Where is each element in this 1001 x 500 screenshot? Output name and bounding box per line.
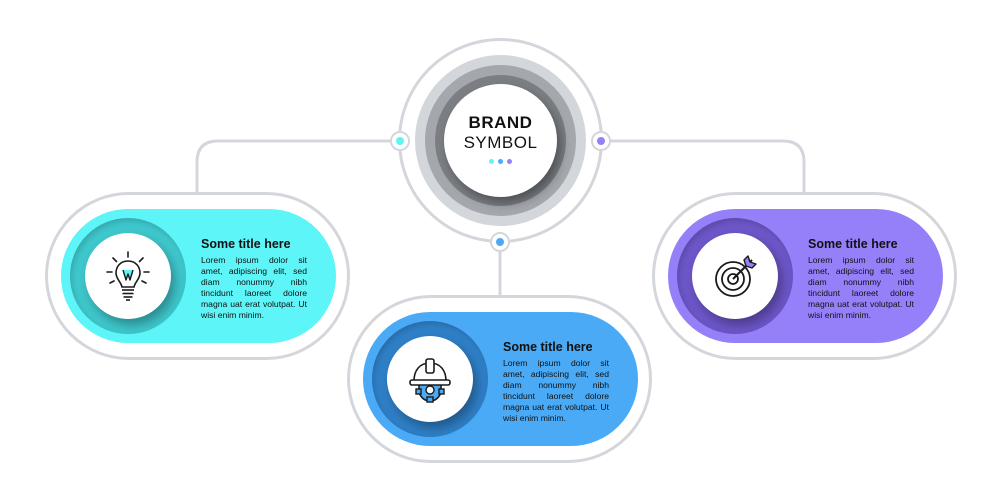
step-card-3-title: Some title here [808, 237, 898, 251]
brand-subtitle: SYMBOL [463, 133, 538, 152]
brand-dot-cyan [489, 159, 494, 164]
brand-dots [444, 157, 557, 164]
step-card-3-icon-ring [677, 218, 793, 334]
brand-title: BRAND [468, 113, 533, 132]
hard-hat-gear-icon [387, 336, 473, 422]
step-card-2-icon-ring [372, 321, 488, 437]
connector-dot-bottom [490, 232, 510, 252]
step-card-2: Some title here Lorem ipsum dolor sit am… [347, 295, 652, 463]
brand-symbol: BRAND SYMBOL [444, 84, 557, 197]
step-card-1-icon-ring [70, 218, 186, 334]
brand-hub: BRAND SYMBOL [398, 38, 603, 243]
target-arrow-icon [692, 233, 778, 319]
connector-dot-left [390, 131, 410, 151]
step-card-2-title: Some title here [503, 340, 593, 354]
lightbulb-icon [85, 233, 171, 319]
connector-left [195, 139, 400, 193]
step-card-3-text: Some title here Lorem ipsum dolor sit am… [808, 237, 914, 321]
step-card-2-body: Lorem ipsum dolor sit amet, adipiscing e… [503, 358, 609, 423]
step-card-1-text: Some title here Lorem ipsum dolor sit am… [201, 237, 307, 321]
step-card-1: Some title here Lorem ipsum dolor sit am… [45, 192, 350, 360]
step-card-1-title: Some title here [201, 237, 291, 251]
brand-dot-purple [507, 159, 512, 164]
step-card-1-body: Lorem ipsum dolor sit amet, adipiscing e… [201, 255, 307, 320]
step-card-3-body: Lorem ipsum dolor sit amet, adipiscing e… [808, 255, 914, 320]
step-card-1-fill: Some title here Lorem ipsum dolor sit am… [61, 209, 336, 343]
connector-dot-right [591, 131, 611, 151]
step-card-2-text: Some title here Lorem ipsum dolor sit am… [503, 340, 609, 424]
step-card-3-fill: Some title here Lorem ipsum dolor sit am… [668, 209, 943, 343]
step-card-3: Some title here Lorem ipsum dolor sit am… [652, 192, 957, 360]
connector-right [601, 139, 806, 193]
brand-dot-blue [498, 159, 503, 164]
step-card-2-fill: Some title here Lorem ipsum dolor sit am… [363, 312, 638, 446]
